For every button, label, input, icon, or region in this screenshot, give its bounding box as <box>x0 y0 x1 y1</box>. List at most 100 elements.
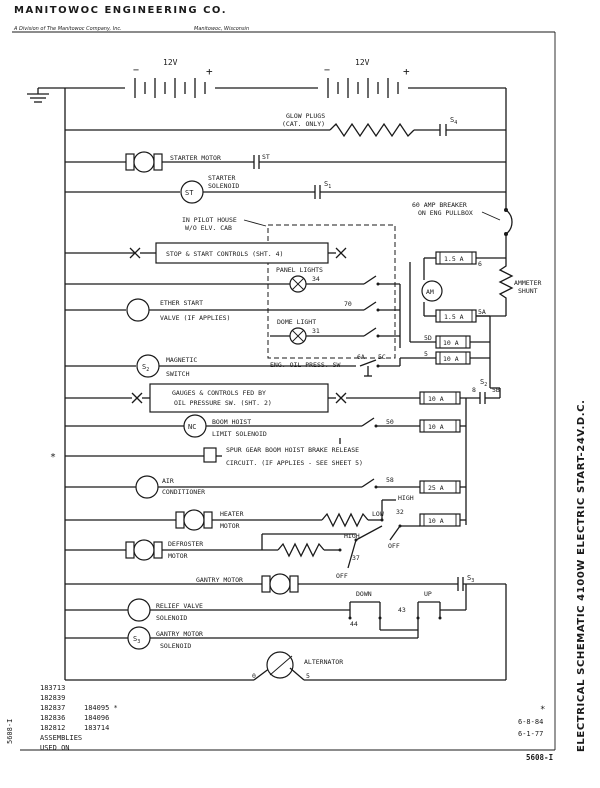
wire-43-label: 43 <box>398 606 406 614</box>
gauges-label-2: OIL PRESSURE SW. (SHT. 2) <box>174 399 272 407</box>
switch-58 <box>361 478 375 488</box>
relief-valve-coil <box>127 598 151 622</box>
switch-50 <box>361 417 375 427</box>
st-coil-label: ST <box>185 189 194 197</box>
s2-contact-label: S2 <box>480 378 487 388</box>
glow-plugs-note: (CAT. ONLY) <box>282 120 325 128</box>
fuse-label: 1.5 A <box>444 255 464 263</box>
gantry-solenoid-label-2: SOLENOID <box>160 642 191 650</box>
am-label: AM <box>426 288 434 296</box>
magnetic-label-2: SWITCH <box>166 370 190 378</box>
assemblies-used-on-2: USED ON <box>40 744 70 752</box>
fuse-label: 1.5 A <box>444 313 464 321</box>
spur-gear-box <box>203 447 217 463</box>
gantry-solenoid-label-1: GANTRY MOTOR <box>156 630 203 638</box>
ground-symbol <box>27 88 49 103</box>
heater-label-2: MOTOR <box>220 522 240 530</box>
wire-6a-label: 6A <box>357 353 365 361</box>
gantry-solenoid-coil <box>127 626 151 650</box>
spur-asterisk: * <box>50 452 56 463</box>
oil-pressure-switch <box>359 359 377 367</box>
drawing-number-left: 5608-I <box>6 719 14 744</box>
revision-asterisk: * <box>540 705 545 715</box>
wire-31-label: 31 <box>312 327 320 335</box>
wire-37-label: 37 <box>352 554 360 562</box>
fuse-label: 10 A <box>428 517 444 525</box>
ether-label-2: VALVE (IF APPLIES) <box>160 314 230 322</box>
svg-text:−: − <box>324 65 330 76</box>
wire-70-label: 70 <box>344 300 352 308</box>
s1-label: S1 <box>324 180 331 190</box>
pilot-house-enclosure <box>267 224 396 359</box>
division-line: A Division of The Manitowoc Company, Inc… <box>13 26 122 32</box>
ammeter-shunt <box>498 258 514 316</box>
dome-light-label: DOME LIGHT <box>277 318 316 326</box>
pilot-house-label-2: W/O ELV. CAB <box>185 224 232 232</box>
boom-hoist-label-2: LIMIT SOLENOID <box>212 430 267 438</box>
assemblies-used-on-1: ASSEMBLIES <box>40 734 82 742</box>
battery-1: − + <box>125 65 215 104</box>
fuse-label: 25 A <box>428 484 444 492</box>
s2-coil-label: S2 <box>142 363 149 373</box>
wire-5b-label: 5B <box>492 386 500 394</box>
assembly-number: 183714 <box>84 724 109 732</box>
fuse-label: 10 A <box>428 395 444 403</box>
ammeter-shunt-label-1: AMMETER <box>514 279 541 287</box>
assembly-number: 184095 * <box>84 704 118 712</box>
switch-70 <box>363 301 377 311</box>
battery-2: − + <box>318 65 410 104</box>
wire-6-label: 6 <box>478 260 482 268</box>
schematic-title: ELECTRICAL SCHEMATIC 4100W ELECTRIC STAR… <box>576 400 587 753</box>
revision-date-2: 6-1-77 <box>518 730 543 738</box>
x-connector <box>131 392 143 404</box>
gauges-label-1: GAUGES & CONTROLS FED BY <box>172 389 266 397</box>
x-connector <box>335 392 347 404</box>
high1-label: HIGH <box>398 494 414 502</box>
boom-hoist-label-1: BOOM HOIST <box>212 418 251 426</box>
fuse-label: 10 A <box>428 423 444 431</box>
air-label-2: CONDITIONER <box>162 488 205 496</box>
amp-breaker <box>505 209 513 235</box>
heater-resistor <box>321 512 369 528</box>
magnetic-label-1: MAGNETIC <box>166 356 197 364</box>
wire-5d-label: 5D <box>424 334 432 342</box>
st-contact-label: ST <box>262 153 270 161</box>
gantry-motor-label: GANTRY MOTOR <box>196 576 243 584</box>
heater-motor-symbol <box>175 509 213 531</box>
assembly-number: 184096 <box>84 714 109 722</box>
up-label: UP <box>424 590 432 598</box>
gantry-motor-symbol <box>261 573 299 595</box>
ether-label-1: ETHER START <box>160 299 203 307</box>
heater-switch-32 <box>389 525 401 541</box>
revision-date-1: 6-8-84 <box>518 718 543 726</box>
fuse-label: 10 A <box>443 355 459 363</box>
wire-50-label: 50 <box>386 418 394 426</box>
magnetic-switch-coil <box>136 354 160 378</box>
assembly-number: 182836 <box>40 714 65 722</box>
defroster-label-1: DEFROSTER <box>168 540 203 548</box>
wire-0-label: 0 <box>252 672 256 680</box>
fuse-label: 10 A <box>443 339 459 347</box>
eng-oil-label: ENG. OIL PRESS. SW <box>270 361 341 369</box>
gauges-controls-box <box>149 383 329 413</box>
spur-label-2: CIRCUIT. (IF APPLIES - SEE SHEET 5) <box>226 459 363 467</box>
air-label-1: AIR <box>162 477 174 485</box>
drawing-number: 5608-I <box>526 753 553 762</box>
wire-58-label: 58 <box>386 476 394 484</box>
wire-32-label: 32 <box>396 508 404 516</box>
alternator-label: ALTERNATOR <box>304 658 343 666</box>
wire-5-alt-label: 5 <box>306 672 310 680</box>
x-connector <box>335 247 347 259</box>
wire-5c-label: 5C <box>378 353 386 361</box>
svg-text:−: − <box>133 65 139 76</box>
s3-label: S3 <box>467 574 474 584</box>
wire-8-label: 8 <box>472 386 476 394</box>
panel-lights-label: PANEL LIGHTS <box>276 266 323 274</box>
glow-plug-resistor <box>329 122 415 138</box>
air-conditioner-motor <box>135 475 159 499</box>
assembly-number: 183713 <box>40 684 65 692</box>
pilot-house-label-1: IN PILOT HOUSE <box>182 216 237 224</box>
assembly-number: 182837 <box>40 704 65 712</box>
heater-label-1: HEATER <box>220 510 244 518</box>
